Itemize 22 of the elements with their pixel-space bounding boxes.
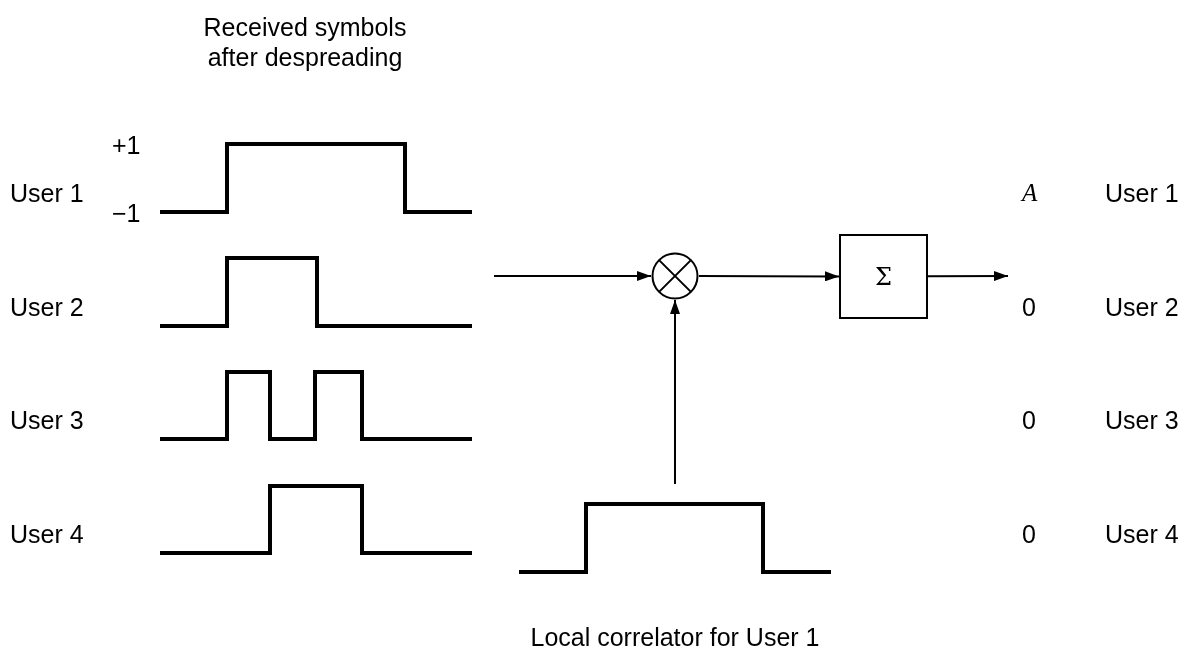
arrow bbox=[698, 271, 840, 282]
summer-box: Σ bbox=[839, 234, 928, 319]
axis-value: +1 bbox=[112, 130, 141, 160]
output-value: 0 bbox=[1022, 519, 1036, 549]
row-label: User 1 bbox=[10, 178, 84, 208]
row-label: User 2 bbox=[1105, 292, 1179, 322]
output-value: 0 bbox=[1022, 405, 1036, 435]
row-label: User 2 bbox=[10, 292, 84, 322]
arrow bbox=[927, 271, 1009, 282]
output-value: 0 bbox=[1022, 292, 1036, 322]
axis-value: −1 bbox=[112, 198, 141, 228]
arrow bbox=[670, 299, 680, 485]
heading: Received symbols after despreading bbox=[202, 12, 408, 72]
multiplier-symbol bbox=[651, 252, 699, 300]
output-value: A bbox=[1022, 178, 1038, 208]
row-label: User 3 bbox=[1105, 405, 1179, 435]
arrow bbox=[493, 271, 652, 281]
row-label: User 3 bbox=[10, 405, 84, 435]
row-label: User 4 bbox=[1105, 519, 1179, 549]
row-label: User 4 bbox=[10, 519, 84, 549]
waveform-label: Local correlator for User 1 bbox=[530, 622, 820, 652]
row-label: User 1 bbox=[1105, 178, 1179, 208]
